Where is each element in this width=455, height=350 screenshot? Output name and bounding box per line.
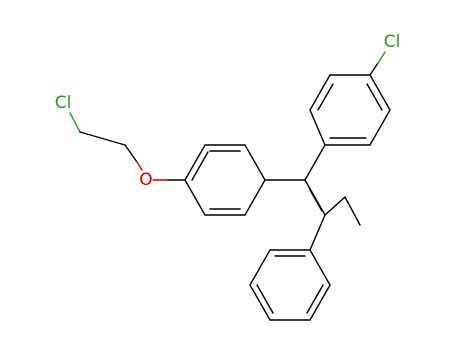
chlorine-atom-label-top: Cl — [384, 32, 401, 52]
bond-alkene-ethyl — [324, 196, 346, 216]
chlorine-atom-label-left: Cl — [55, 93, 72, 113]
phenyl-ring — [249, 249, 331, 321]
bond-alkene-double-inner — [309, 189, 323, 212]
bond-alkene-to-phenyl — [309, 214, 326, 251]
bond-alkene-to-chlorophenyl — [304, 144, 326, 181]
bond-ch2-o-oxygen-part — [136, 161, 143, 171]
bond-lines — [69, 51, 391, 321]
bond-ch2-ch2 — [79, 131, 126, 146]
bond-ring-cl-carbon-part — [369, 62, 379, 76]
bond-ethyl-methyl — [344, 196, 361, 226]
atom-labels: Cl Cl O — [55, 32, 401, 190]
chlorophenyl-ring — [309, 74, 391, 146]
oxygen-atom-label: O — [139, 170, 152, 190]
bond-ch2-o-carbon-part — [124, 144, 138, 163]
bond-cl-ch2 — [69, 112, 81, 133]
bond-ring-cl-chlorine-part — [377, 51, 386, 64]
phenoxy-ring — [184, 144, 266, 216]
